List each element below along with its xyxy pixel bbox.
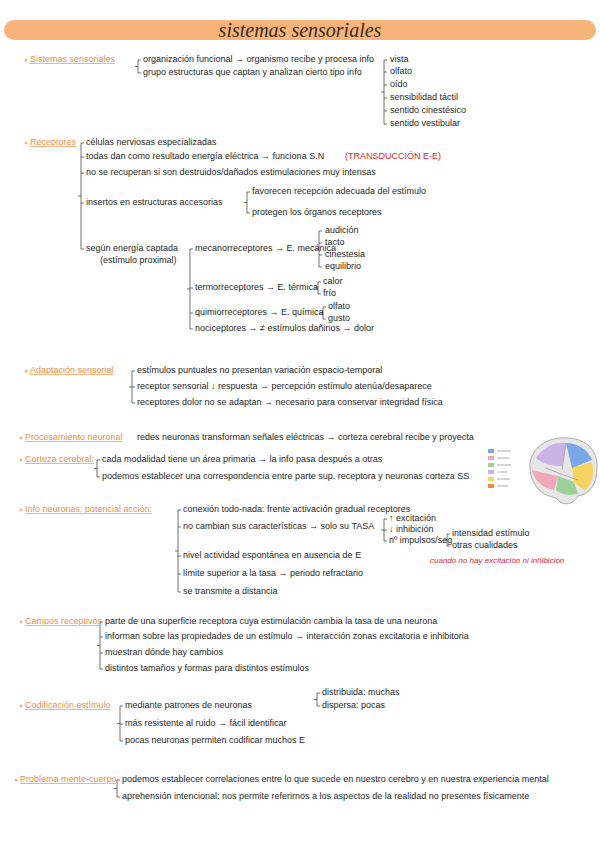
section-heading: Procesamiento neuronal	[25, 432, 123, 443]
bullet-dot	[20, 705, 23, 708]
note-text: sentido cinestésico	[390, 105, 466, 116]
bullet-dot	[20, 621, 23, 624]
note-text: sensibilidad táctil	[390, 92, 458, 103]
note-text: distintos tamaños y formas para distinto…	[105, 663, 309, 674]
note-text: nº impulsos/seg	[389, 535, 452, 546]
note-text: audición	[325, 225, 359, 236]
note-text: aprehensión intencional: nos permite ref…	[122, 791, 529, 802]
note-text: gusto	[328, 313, 350, 324]
section-heading: Codificación estímulo	[25, 700, 111, 711]
bracket	[129, 371, 135, 403]
note-text: cinestesia	[325, 249, 365, 260]
note-text: equilibrio	[325, 261, 361, 272]
section-heading: Campos receptivos	[25, 616, 102, 627]
bracket	[78, 143, 84, 249]
note-text: cada modalidad tiene un área primaria → …	[102, 454, 382, 465]
note-text: grupo estructuras que captan y analizan …	[143, 67, 362, 78]
note-text: olfato	[390, 66, 412, 77]
section-heading: Problema mente-cuerpo	[20, 774, 117, 785]
note-text: según energía captada	[86, 243, 178, 254]
bracket	[97, 622, 103, 669]
note-text: (estímulo proximal)	[100, 255, 177, 266]
note-text: muestran dónde hay cambios	[105, 647, 223, 658]
note-text: células nerviosas especializadas	[86, 137, 217, 148]
note-text: vista	[390, 54, 409, 65]
note-text: termorreceptores → E. térmica	[195, 282, 318, 293]
note-text: distribuida: muchas	[322, 687, 400, 698]
note-text: ↓ inhibición	[389, 524, 434, 535]
bullet-dot	[20, 459, 23, 462]
note-text: redes neuronas transforman señales eléct…	[137, 432, 474, 443]
note-text: pocas neuronas permiten codificar muchos…	[125, 735, 305, 746]
bullet-dot	[25, 370, 28, 373]
bracket	[135, 60, 141, 73]
note-text: sentido vestibular	[390, 118, 460, 129]
note-text: informan sobre las propiedades de un est…	[105, 631, 469, 642]
red-note: (TRANSDUCCIÓN E-E)	[345, 151, 441, 162]
section-heading: Sistemas sensoriales	[30, 54, 115, 65]
bracket	[244, 192, 250, 213]
bracket	[381, 60, 387, 124]
note-text: calor	[323, 276, 343, 287]
note-text: quimiorreceptores → E. química	[195, 307, 324, 318]
note-text: receptor sensorial ↓ respuesta → percepc…	[137, 381, 432, 392]
note-text: podemos establecer correlaciones entre l…	[122, 774, 549, 785]
bracket	[381, 519, 387, 541]
note-text: favorecen recepción adecuada del estímul…	[252, 186, 426, 197]
note-text: intensidad estímulo	[452, 528, 530, 539]
bracket	[314, 693, 320, 706]
note-text: todas dan como resultado energía eléctri…	[86, 151, 324, 162]
bracket	[94, 460, 100, 477]
note-text: límite superior a la tasa → periodo refr…	[183, 568, 363, 579]
brackets	[78, 60, 450, 797]
note-text: olfato	[328, 301, 350, 312]
note-text: receptores dolor no se adaptan → necesar…	[137, 397, 443, 408]
bullet-dot	[20, 437, 23, 440]
note-text: ↑ excitación	[389, 513, 436, 524]
note-text: parte de una superficie receptora cuya e…	[105, 616, 437, 627]
brain-illustration	[488, 438, 597, 504]
note-text: conexión todo-nada: frente activación gr…	[183, 504, 410, 515]
note-text: no se recuperan si son destruidos/dañado…	[86, 167, 376, 178]
note-text: oído	[390, 79, 408, 90]
note-text: insertos en estructuras accesorias	[86, 197, 223, 208]
bracket	[117, 706, 123, 741]
note-text: dispersa: pocas	[322, 700, 385, 711]
bracket	[175, 510, 181, 592]
note-text: tacto	[325, 237, 345, 248]
note-text: estímulos puntuales no presentan variaci…	[137, 365, 382, 376]
bullet-dot	[15, 779, 18, 782]
page-title: sistemas sensoriales	[0, 18, 600, 42]
note-text: protegen los órganos receptores	[252, 207, 382, 218]
bullet-dot	[25, 142, 28, 145]
section-heading: Info neuronas: potencial acción:	[25, 504, 152, 515]
bullet-dot	[20, 509, 23, 512]
note-text: más resistente al ruido → fácil identifi…	[125, 718, 287, 729]
note-text: podemos establecer una correspondencia e…	[102, 471, 469, 482]
note-text: no cambian sus características → solo su…	[183, 521, 374, 532]
section-heading: Corteza cerebral:	[25, 454, 94, 465]
section-heading: Adaptación sensorial	[30, 365, 114, 376]
bullet-dot	[25, 59, 28, 62]
bullets	[15, 59, 28, 782]
note-text: frío	[323, 288, 336, 299]
note-text: se transmite a distancia	[183, 586, 278, 597]
section-heading: Receptores	[30, 137, 76, 148]
note-text: mecanorreceptores → E. mecánica	[195, 243, 336, 254]
note-text: organización funcional → organismo recib…	[143, 54, 374, 65]
note-text: nivel actividad espontánea en ausencia d…	[183, 550, 361, 561]
note-text: mediante patrones de neuronas	[125, 700, 252, 711]
bracket	[187, 249, 193, 329]
note-text: otras cualidades	[452, 540, 518, 551]
note-text: nociceptores → ≠ estímulos dañinos → dol…	[195, 323, 374, 334]
red-note: cuando no hay excitación ni inhibición	[430, 555, 564, 566]
